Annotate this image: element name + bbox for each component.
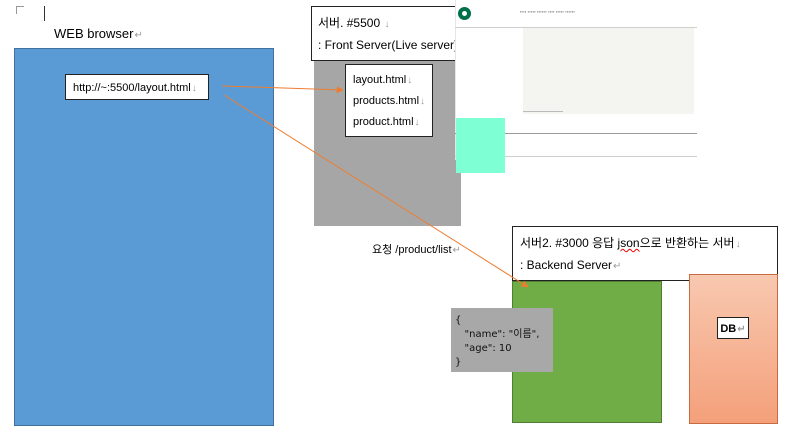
json-response-box: { "name": "이름", "age": 10 } — [451, 308, 553, 372]
db-label: DB↵ — [717, 317, 749, 339]
json-line: { — [455, 315, 462, 326]
preview-header-line — [455, 27, 697, 28]
browser-title: WEB browser↵ — [54, 26, 143, 41]
arrow-to-backend-server — [223, 94, 529, 288]
front-server-name: 서버. #5500 ↓ — [318, 16, 390, 30]
preview-nav: ▪▪▪▪ ▪▪▪▪▪ ▪▪▪▪▪▪ ▪▪▪▪ ▪▪▪▪▪ ▪▪▪▪▪▪ — [520, 9, 576, 14]
backend-server-name: 서버2. #3000 응답 json으로 반환하는 서버↓ — [520, 236, 741, 250]
db-box — [689, 274, 778, 424]
front-server-title-box: 서버. #5500 ↓ : Front Server(Live server) — [311, 6, 459, 61]
arrow-to-front-server — [221, 85, 344, 94]
json-line: } — [455, 357, 462, 368]
json-line: "name": "이름", — [455, 329, 540, 340]
starbucks-logo-icon — [458, 7, 471, 20]
front-server-role: : Front Server(Live server) — [318, 38, 459, 52]
backend-server-role: : Backend Server↵ — [520, 258, 622, 272]
browser-box — [14, 48, 274, 426]
page-corner-mark — [16, 6, 24, 7]
request-label: 요청 /product/list↵ — [372, 244, 461, 256]
file-item: layout.html↓ — [353, 74, 413, 86]
preview-divider — [455, 133, 697, 134]
url-box: http://~:5500/layout.html↓ — [65, 74, 209, 100]
file-list-box: layout.html↓ products.html↓ product.html… — [345, 64, 433, 137]
file-item: products.html↓ — [353, 95, 426, 107]
json-line: "age": 10 — [455, 343, 512, 354]
file-item: product.html↓ — [353, 116, 420, 128]
page-corner-mark-vertical — [16, 6, 17, 14]
backend-server-title-box: 서버2. #3000 응답 json으로 반환하는 서버↓ : Backend … — [512, 226, 778, 281]
preview-divider — [455, 156, 697, 157]
text-cursor — [44, 6, 45, 21]
preview-accent-block — [456, 118, 505, 173]
preview-divider — [523, 111, 563, 112]
preview-banner — [523, 28, 694, 114]
